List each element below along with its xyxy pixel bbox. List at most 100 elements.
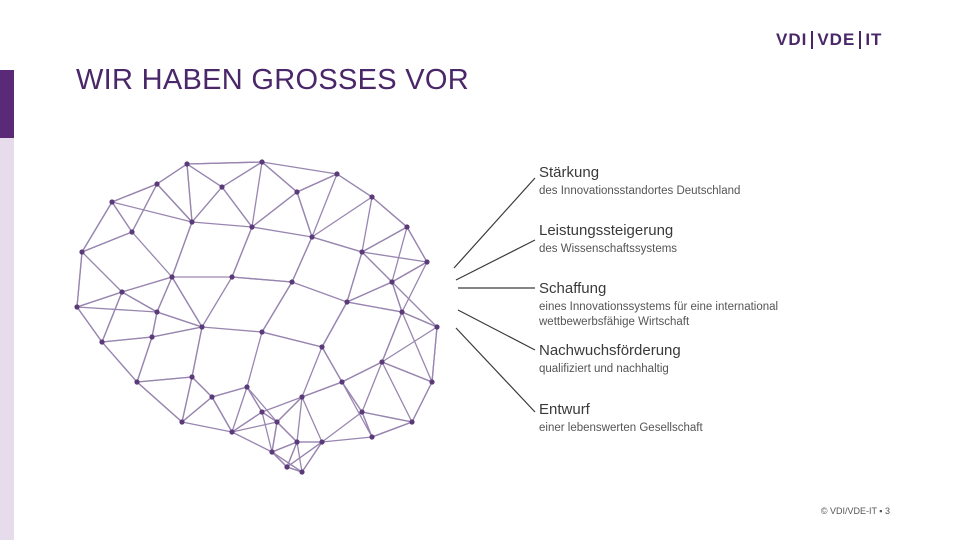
brain-node <box>109 199 114 204</box>
brain-node <box>309 234 314 239</box>
brain-edge <box>112 184 157 202</box>
logo-vde: VDE <box>817 30 855 50</box>
brain-edge <box>297 397 302 442</box>
brain-node <box>299 394 304 399</box>
brain-edge <box>312 197 372 237</box>
brain-edge <box>372 422 412 437</box>
brain-node <box>289 279 294 284</box>
brain-node <box>244 384 249 389</box>
brain-edge <box>382 312 402 362</box>
brain-edge <box>152 327 202 337</box>
brain-edge <box>292 237 312 282</box>
brain-node <box>99 339 104 344</box>
brain-edge <box>262 397 302 412</box>
brain-node <box>359 249 364 254</box>
brain-node <box>389 279 394 284</box>
brain-edge <box>337 174 372 197</box>
connector-line <box>454 178 535 268</box>
vdi-vde-it-logo: VDI VDE IT <box>776 30 882 50</box>
brain-node <box>369 434 374 439</box>
brain-node <box>339 379 344 384</box>
brain-edge <box>187 162 262 164</box>
brain-edge <box>122 292 157 312</box>
item-description: eines Innovationssystems für eine intern… <box>539 300 799 330</box>
brain-edge <box>157 277 172 312</box>
brain-edge <box>232 277 292 282</box>
brain-edge <box>232 227 252 277</box>
brain-node <box>274 419 279 424</box>
brain-edge <box>192 327 202 377</box>
brain-edge <box>362 252 427 262</box>
item-description: einer lebenswerten Gesellschaft <box>539 421 869 436</box>
brain-node <box>259 409 264 414</box>
brain-edge <box>372 197 407 227</box>
brain-edge <box>322 412 362 442</box>
brain-edge <box>342 382 362 412</box>
brain-edge <box>202 277 232 327</box>
brain-edge <box>192 187 222 222</box>
brain-node <box>209 394 214 399</box>
brain-node <box>299 469 304 474</box>
brain-node <box>189 374 194 379</box>
brain-node <box>129 229 134 234</box>
brain-node <box>294 439 299 444</box>
brain-node <box>359 409 364 414</box>
brain-node <box>399 309 404 314</box>
brain-edge <box>82 252 122 292</box>
connector-line <box>456 328 535 412</box>
brain-node <box>424 259 429 264</box>
brain-edge <box>262 332 322 347</box>
brain-edge <box>77 292 122 307</box>
brain-node <box>369 194 374 199</box>
connector-line <box>458 310 535 350</box>
brain-edge <box>247 332 262 387</box>
brain-edge <box>362 412 412 422</box>
brain-edge <box>187 164 192 222</box>
brain-edge <box>172 222 192 277</box>
brain-edge <box>202 327 262 332</box>
logo-vdi: VDI <box>776 30 807 50</box>
brain-edge <box>322 437 372 442</box>
item-heading: Nachwuchsförderung <box>539 342 869 360</box>
brain-node <box>269 449 274 454</box>
brain-edge <box>292 282 347 302</box>
brain-node <box>199 324 204 329</box>
brain-edge <box>302 382 342 397</box>
brain-edge <box>302 442 322 472</box>
brain-edge <box>172 277 202 327</box>
brain-edge <box>252 162 262 227</box>
brain-node <box>259 329 264 334</box>
brain-edge <box>297 192 312 237</box>
brain-node <box>184 161 189 166</box>
brain-edge <box>102 337 152 342</box>
connector-line <box>456 240 535 280</box>
brain-edge <box>222 162 262 187</box>
brain-node <box>379 359 384 364</box>
brain-node <box>79 249 84 254</box>
brain-edge <box>82 232 132 252</box>
brain-node <box>119 289 124 294</box>
brain-edge <box>347 252 362 302</box>
brain-edge <box>122 277 172 292</box>
brain-edge <box>272 422 277 452</box>
item-heading: Leistungssteigerung <box>539 222 869 240</box>
item-description: des Innovationsstandortes Deutschland <box>539 184 869 199</box>
item-schaffung: Schaffung eines Innovationssystems für e… <box>539 280 799 330</box>
footer-copyright: © VDI/VDE-IT ▪ 3 <box>821 506 890 516</box>
brain-edge <box>277 397 302 422</box>
brain-edge <box>322 302 347 347</box>
brain-edge <box>82 202 112 252</box>
brain-edge <box>192 222 252 227</box>
item-description: qualifiziert und nachhaltig <box>539 362 869 377</box>
brain-node <box>179 419 184 424</box>
brain-edge <box>212 387 247 397</box>
page-title: WIR HABEN GROSSES VOR <box>76 64 469 97</box>
logo-separator <box>811 31 813 49</box>
brain-edge <box>137 337 152 382</box>
item-heading: Schaffung <box>539 280 799 298</box>
brain-network-illustration <box>62 152 452 482</box>
brain-edge <box>137 382 182 422</box>
brain-node <box>229 429 234 434</box>
brain-edge <box>312 237 362 252</box>
brain-edge <box>157 164 187 184</box>
